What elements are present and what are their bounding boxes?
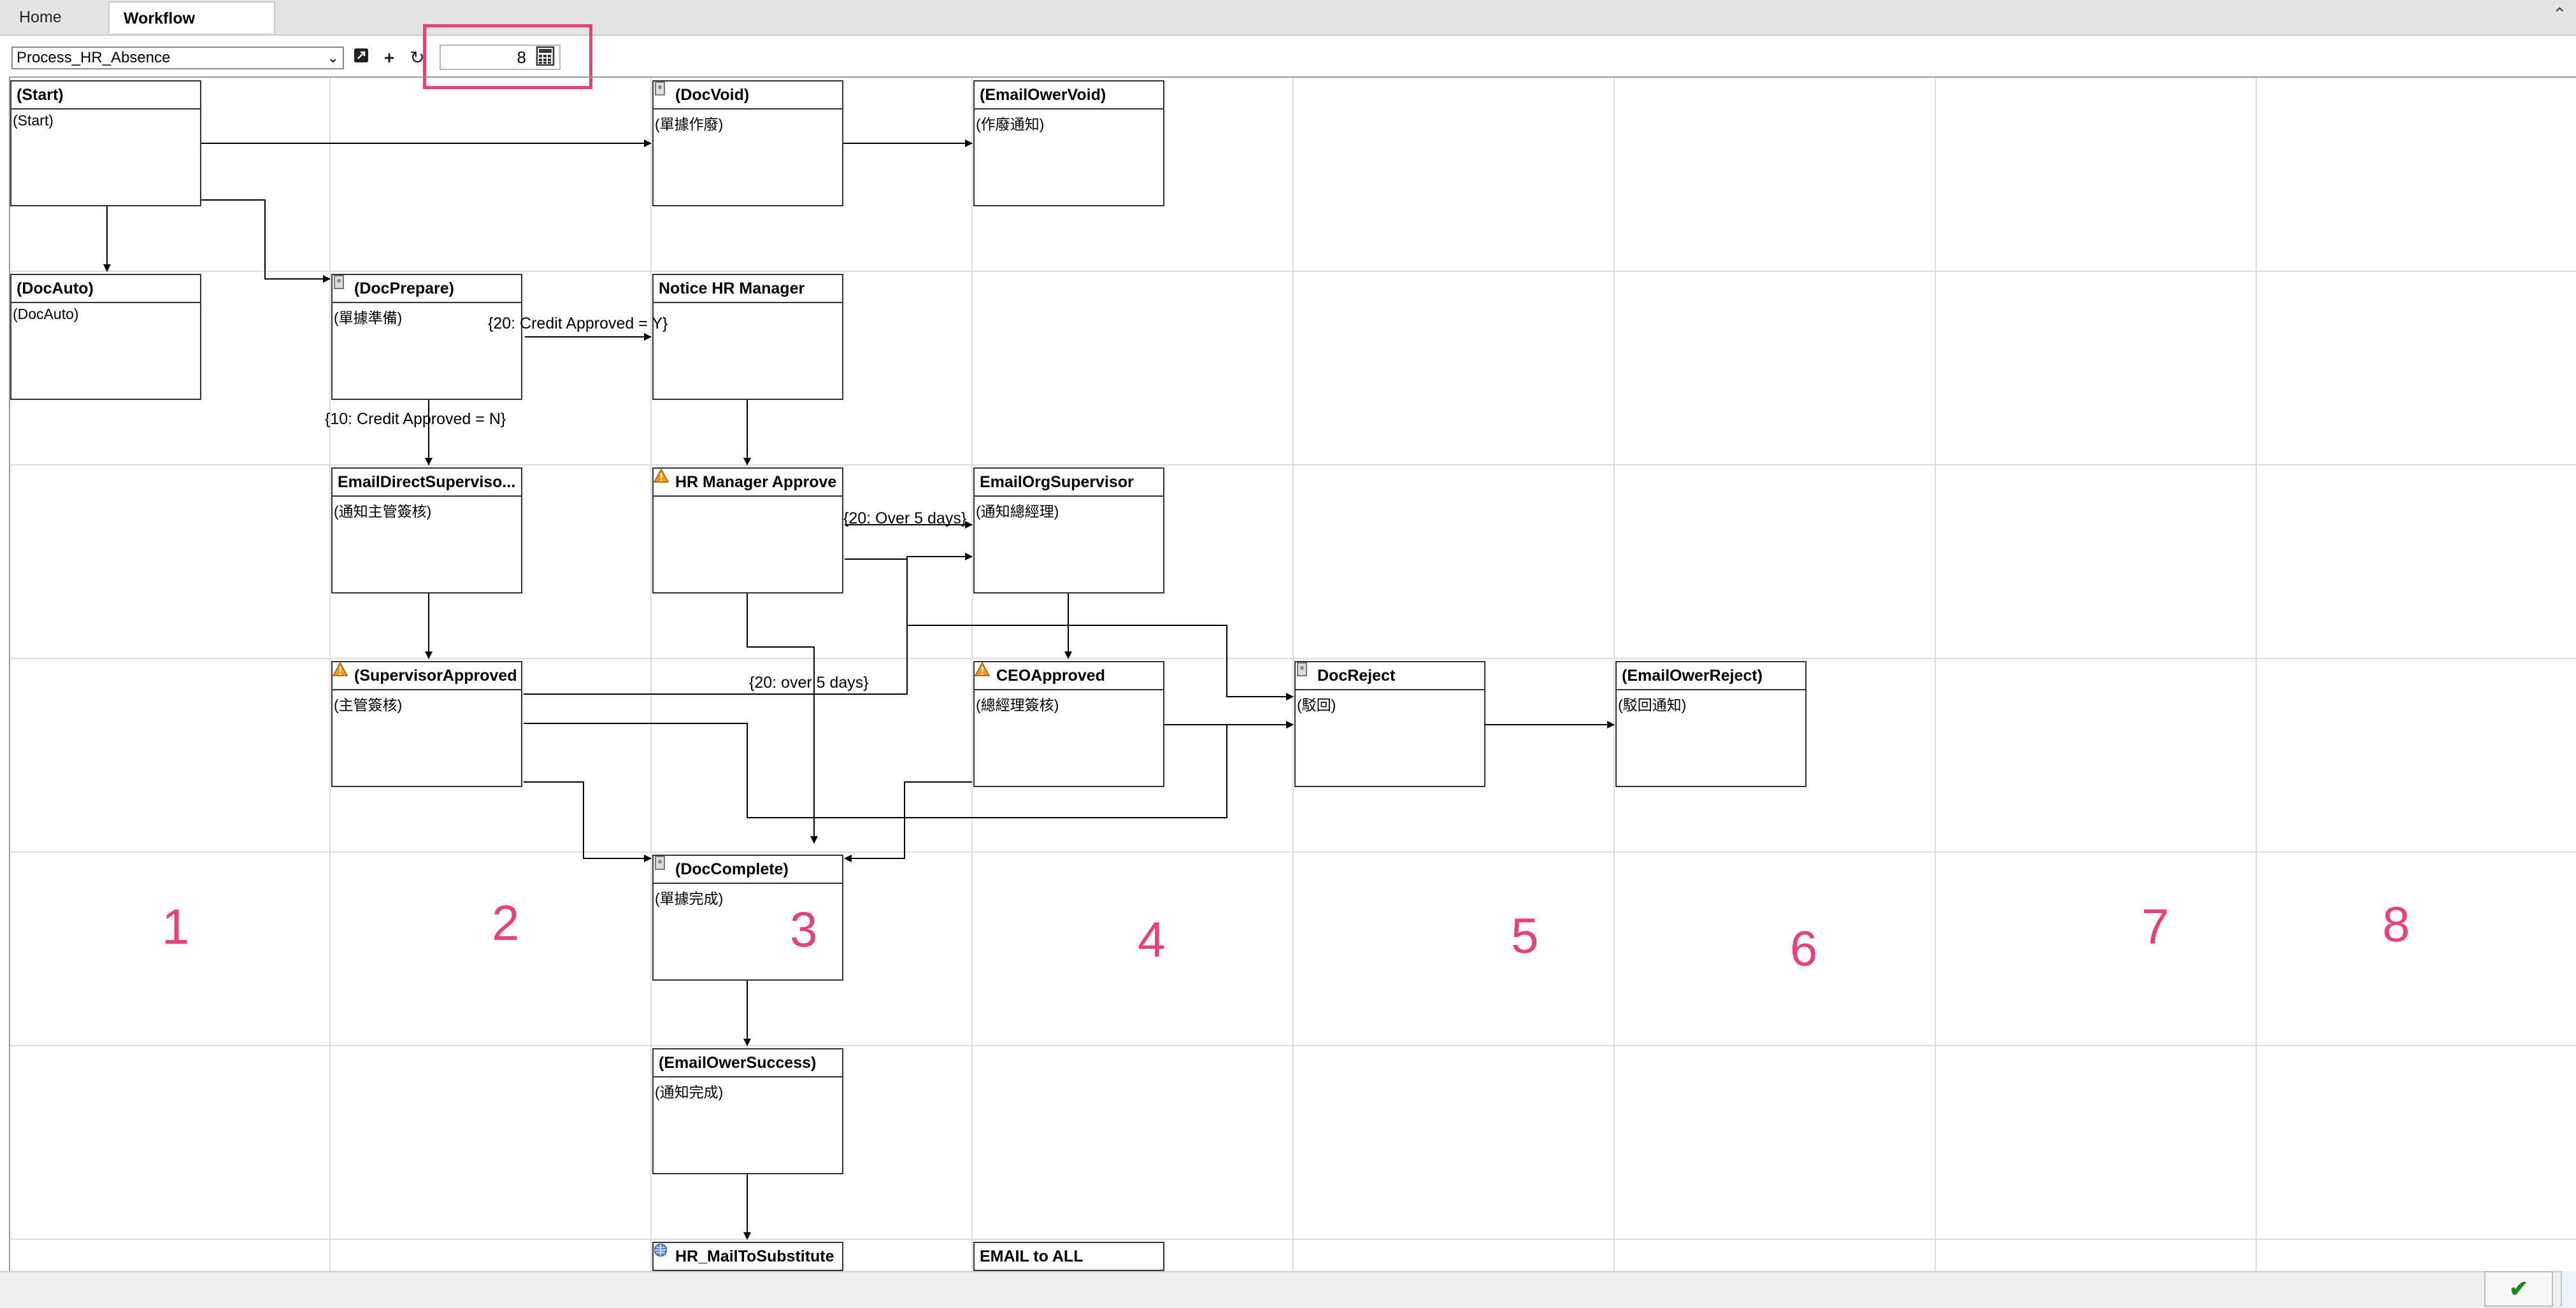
warning-icon xyxy=(975,662,994,683)
column-annotation-2: 2 xyxy=(492,895,520,951)
node-title: EMAIL to ALL xyxy=(975,1243,1163,1271)
node-desc: (駁回) xyxy=(1297,697,1336,713)
side-panel-edge xyxy=(2561,1271,2576,1307)
node-desc: (單據完成) xyxy=(655,890,724,907)
node-title: (EmailOwerSuccess) xyxy=(654,1049,842,1077)
edge-label-credit-approved-y: {20: Credit Approved = Y} xyxy=(488,315,668,332)
doc-icon xyxy=(655,82,673,102)
node-emailtoall[interactable]: EMAIL to ALL xyxy=(973,1242,1164,1272)
node-title: DocReject xyxy=(1317,667,1396,685)
zoom-level-value: 8 xyxy=(517,48,526,67)
doc-icon xyxy=(1297,662,1315,683)
edge-label-credit-approved-n: {10: Credit Approved = N} xyxy=(325,410,506,428)
column-annotation-7: 7 xyxy=(2142,899,2170,955)
node-desc xyxy=(654,303,842,306)
node-emailowerreject[interactable]: (EmailOwerReject) (駁回通知) xyxy=(1615,661,1807,787)
node-docreject[interactable]: DocReject (駁回) xyxy=(1294,661,1485,787)
node-supervisorapproved[interactable]: (SupervisorApproved (主管簽核) xyxy=(331,661,522,787)
node-title: HR Manager Approve xyxy=(675,473,837,491)
process-select[interactable]: Process_HR_Absence ⌄ xyxy=(11,46,344,69)
node-title: (DocPrepare) xyxy=(354,280,454,297)
tab-workflow-editor[interactable]: Workflow Editor✖ xyxy=(108,1,275,59)
node-title: (DocVoid) xyxy=(675,86,750,104)
node-desc: (駁回通知) xyxy=(1618,697,1687,713)
node-desc: (單據準備) xyxy=(334,309,403,326)
node-hrmanagerapprove[interactable]: HR Manager Approve xyxy=(652,467,843,594)
column-annotation-3: 3 xyxy=(790,901,818,957)
node-title: EmailOrgSupervisor xyxy=(975,469,1163,497)
tab-home[interactable]: Home (49) xyxy=(5,1,106,58)
canvas-lines xyxy=(10,78,2576,1272)
node-desc: (通知完成) xyxy=(655,1084,724,1100)
node-title: (Start) xyxy=(11,82,200,110)
node-hrmailtosubstitute[interactable]: HR_MailToSubstitute xyxy=(652,1242,843,1272)
ok-button[interactable]: ✔ xyxy=(2484,1271,2553,1307)
node-title: (EmailOwerReject) xyxy=(1617,662,1805,690)
node-emailorgsupervisor[interactable]: EmailOrgSupervisor (通知總經理) xyxy=(973,467,1164,594)
node-doccomplete[interactable]: (DocComplete) (單據完成) xyxy=(652,855,843,981)
node-desc: (通知總經理) xyxy=(976,503,1059,520)
node-desc: (總經理簽核) xyxy=(976,697,1059,713)
node-title: (SupervisorApproved xyxy=(354,667,517,685)
calculator-icon[interactable] xyxy=(535,46,558,68)
node-desc: (通知主管簽核) xyxy=(334,503,432,520)
node-start[interactable]: (Start) (Start) xyxy=(10,80,201,206)
node-noticehrmanager[interactable]: Notice HR Manager xyxy=(652,274,843,400)
toolbar: Process_HR_Absence ⌄ + ↻ xyxy=(0,36,2576,74)
node-desc xyxy=(654,497,842,499)
node-desc: (Start) xyxy=(13,112,54,129)
column-annotation-6: 6 xyxy=(1790,920,1818,976)
collapse-up-icon[interactable]: ⌃ xyxy=(2552,4,2567,24)
doc-icon xyxy=(655,856,673,876)
column-annotation-5: 5 xyxy=(1511,907,1539,963)
add-icon[interactable]: + xyxy=(383,48,395,68)
node-docauto[interactable]: (DocAuto) (DocAuto) xyxy=(10,274,201,400)
node-title: (DocAuto) xyxy=(11,275,200,303)
node-desc: (DocAuto) xyxy=(13,306,79,322)
zoom-icon[interactable] xyxy=(350,47,372,69)
edge-label-over-5-days-2: {20: over 5 days} xyxy=(749,674,869,692)
node-ceoapproved[interactable]: CEOApproved (總經理簽核) xyxy=(973,661,1164,787)
node-title: HR_MailToSubstitute xyxy=(675,1248,834,1265)
zoom-highlight-box xyxy=(423,24,592,89)
column-annotation-4: 4 xyxy=(1138,911,1166,967)
node-title: Notice HR Manager xyxy=(654,275,842,303)
edge-label-over-5-days: {20: Over 5 days} xyxy=(843,509,967,527)
node-desc: (作廢通知) xyxy=(976,116,1045,132)
warning-icon xyxy=(333,662,352,683)
node-emaildirectsupervisor[interactable]: EmailDirectSuperviso... (通知主管簽核) xyxy=(331,467,522,594)
node-title: (EmailOwerVoid) xyxy=(975,82,1163,110)
workflow-canvas[interactable]: (Start) (Start) (DocAuto) (DocAuto) (Doc… xyxy=(9,76,2576,1272)
node-docprepare[interactable]: (DocPrepare) (單據準備) xyxy=(331,274,522,400)
process-select-value: Process_HR_Absence xyxy=(17,49,171,66)
node-title: (DocComplete) xyxy=(675,860,789,878)
refresh-icon[interactable]: ↻ xyxy=(410,48,425,68)
warning-icon xyxy=(654,469,673,489)
node-docvoid[interactable]: (DocVoid) (單據作廢) xyxy=(652,80,843,206)
node-desc: (單據作廢) xyxy=(655,116,724,132)
bottom-bar xyxy=(0,1271,2576,1308)
node-title: CEOApproved xyxy=(996,667,1105,685)
node-emailowervoid[interactable]: (EmailOwerVoid) (作廢通知) xyxy=(973,80,1164,206)
globe-icon xyxy=(654,1243,673,1263)
column-annotation-1: 1 xyxy=(162,899,190,955)
node-desc: (主管簽核) xyxy=(334,697,403,713)
node-emailowersuccess[interactable]: (EmailOwerSuccess) (通知完成) xyxy=(652,1048,843,1174)
check-icon: ✔ xyxy=(2508,1276,2529,1302)
chevron-down-icon: ⌄ xyxy=(327,50,339,66)
column-annotation-8: 8 xyxy=(2382,896,2410,952)
node-title: EmailDirectSuperviso... xyxy=(333,469,521,497)
tab-bar: Home (49) Workflow Editor✖ ⌃ xyxy=(0,0,2576,59)
doc-icon xyxy=(334,275,352,295)
